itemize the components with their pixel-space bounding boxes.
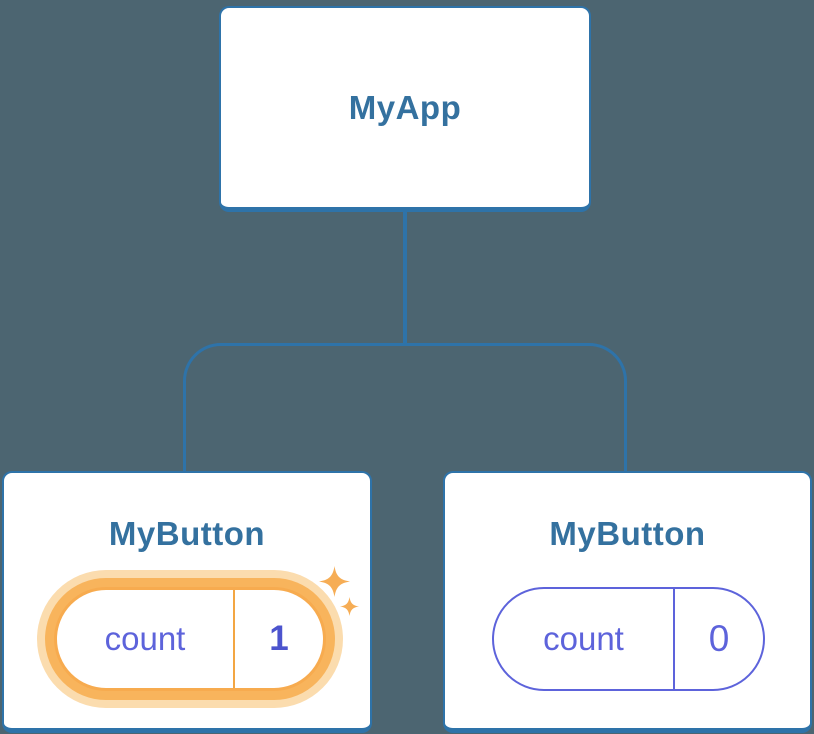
component-node-myapp: MyApp (219, 6, 591, 212)
component-node-mybutton-unchanged: MyButton count 0 (443, 471, 812, 733)
state-name: count (104, 620, 186, 657)
pill-divider (673, 589, 675, 689)
component-node-mybutton-updated: MyButton count 1 (2, 471, 372, 733)
sparkle-icon (319, 566, 350, 597)
state-name: count (543, 620, 624, 657)
sparkle-icon (340, 597, 359, 616)
component-label: MyButton (549, 515, 706, 552)
pill-divider (233, 590, 235, 688)
state-value: 0 (708, 618, 730, 659)
tree-connector-branch (183, 343, 627, 472)
component-label: MyButton (108, 515, 266, 552)
state-value: 1 (269, 619, 289, 658)
tree-connector-stem (403, 212, 407, 345)
state-pill: count 0 (492, 587, 765, 691)
state-pill-highlighted: count 1 (54, 587, 326, 691)
component-label: MyApp (348, 88, 462, 126)
